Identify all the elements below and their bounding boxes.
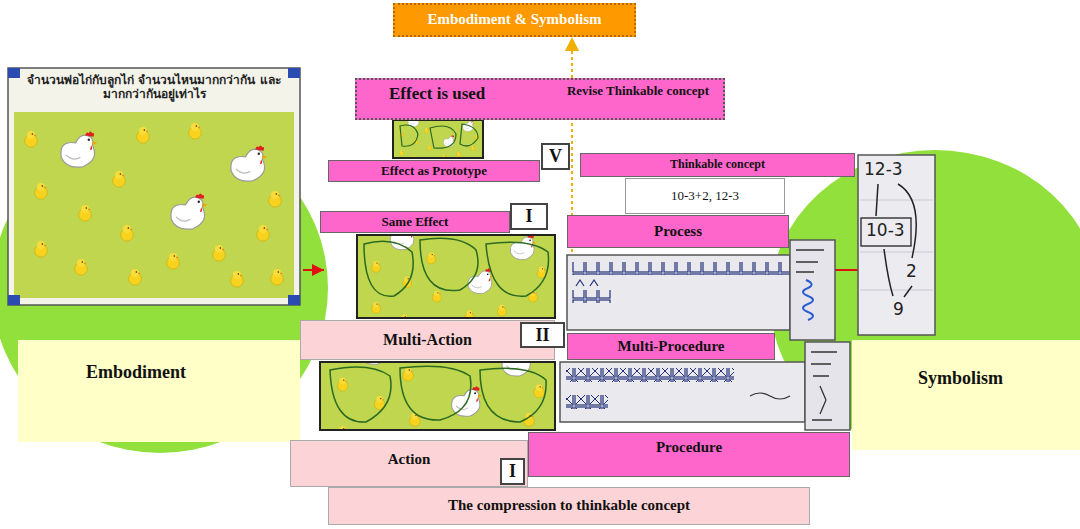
goal-box: Embodiment & Symbolism: [393, 3, 636, 37]
handwriting-photo: [805, 342, 850, 430]
handwritten-number: 12-3: [864, 160, 903, 179]
handwriting-photo: [858, 155, 935, 335]
node-label: V: [549, 146, 562, 167]
node-label: Multi-Action: [383, 331, 472, 349]
stage-number: I: [500, 458, 525, 485]
red-arrow: [303, 269, 324, 271]
node-label: Revise Thinkable concept: [567, 84, 709, 99]
node-label: Thinkable concept: [670, 158, 765, 172]
stage-box: Thinkable concept: [580, 153, 855, 177]
handwriting-photo: [790, 240, 835, 340]
stage-box: Same Effect: [320, 211, 510, 233]
node-label: Procedure: [656, 439, 722, 456]
mode-band: Symbolism: [852, 340, 1080, 450]
node-label: The compression to thinkable concept: [448, 497, 690, 514]
node-label: Multi-Procedure: [618, 338, 725, 355]
mode-band: Embodiment: [18, 340, 300, 442]
node-label: Process: [654, 223, 702, 240]
stage-number: II: [520, 322, 565, 348]
node-label: I: [525, 206, 532, 227]
dotted-arrow: [571, 37, 573, 78]
poster-photo: จำนวนพ่อไก่กับลูกไก่ จำนวนไหนมากกว่ากัน …: [8, 68, 300, 305]
stage-box: Process: [567, 215, 789, 248]
poster-photo-frame: [8, 68, 300, 305]
stage-box: Effect as Prototype: [328, 160, 540, 182]
node-label: Symbolism: [918, 368, 1003, 389]
stage-box: Procedure: [528, 432, 850, 477]
node-label: Embodiment & Symbolism: [427, 11, 601, 28]
handwriting-photo: [560, 362, 805, 422]
node-label: จำนวนพ่อไก่กับลูกไก่ จำนวนไหนมากกว่ากัน …: [18, 74, 290, 102]
stage-box: The compression to thinkable concept: [328, 487, 810, 525]
handwritten-number: 10-3: [866, 221, 905, 240]
node-label: Same Effect: [382, 215, 449, 230]
red-line: [835, 269, 858, 271]
stage-number: V: [541, 143, 570, 170]
symbolism-region: [770, 150, 1080, 450]
handwritten-number: 9: [893, 300, 904, 319]
stage-box: Action: [290, 440, 528, 487]
handwriting-photo: [567, 255, 793, 330]
stage-box: Multi-Procedure: [567, 333, 775, 360]
node-label: Effect as Prototype: [381, 164, 487, 179]
stage-box: Effect is used Revise Thinkable concept: [355, 78, 725, 120]
node-label: I: [509, 461, 516, 482]
example-box: 10-3+2, 12-3: [625, 178, 785, 214]
stage-number: I: [510, 203, 548, 230]
node-label: 10-3+2, 12-3: [671, 189, 739, 204]
node-label: Effect is used: [389, 84, 485, 104]
stage-box: Multi-Action: [300, 320, 555, 360]
node-label: II: [535, 325, 549, 346]
handwritten-number: 2: [906, 262, 917, 281]
node-label: Embodiment: [86, 362, 186, 383]
node-label: Action: [388, 451, 431, 468]
